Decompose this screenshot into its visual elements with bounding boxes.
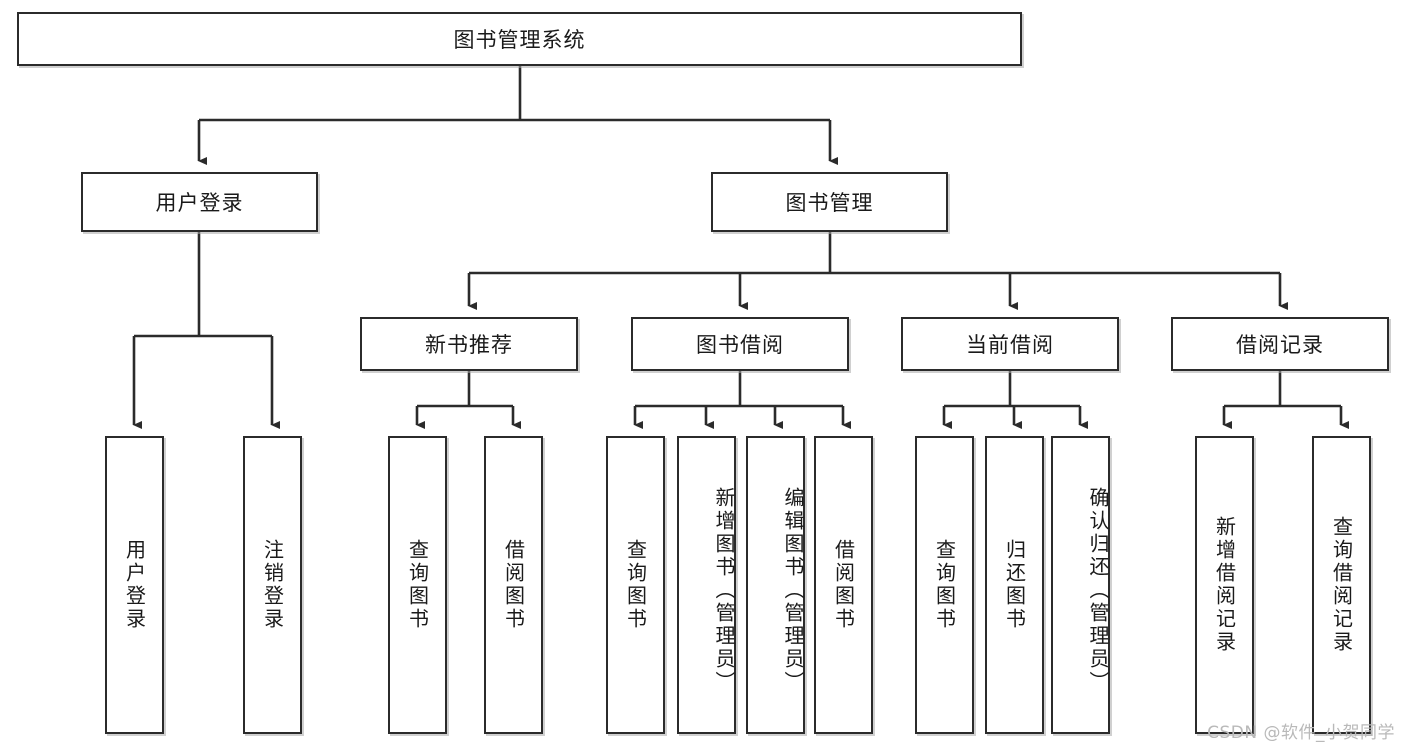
- connector-lines: [132, 66, 1349, 429]
- node-leaf-edit-book-label: 编辑图书（管理员）: [781, 486, 805, 694]
- watermark-text: CSDN @软件_小贺同学: [1207, 723, 1395, 743]
- node-leaf-query-book-2-label: 查询图书: [623, 539, 648, 631]
- node-leaf-user-login-label: 用户登录: [122, 539, 147, 631]
- node-book-manage[interactable]: 图书管理: [711, 172, 948, 232]
- node-book-borrow-label: 图书借阅: [696, 333, 784, 357]
- node-leaf-query-record[interactable]: 查询借阅记录: [1312, 436, 1371, 734]
- node-leaf-user-logout[interactable]: 注销登录: [243, 436, 302, 734]
- node-leaf-return-book-label: 归还图书: [1002, 539, 1027, 631]
- node-leaf-query-book-1-label: 查询图书: [405, 539, 430, 631]
- node-leaf-confirm-return-label: 确认归还（管理员）: [1086, 486, 1110, 694]
- node-root-label: 图书管理系统: [453, 28, 586, 52]
- node-leaf-query-record-label: 查询借阅记录: [1329, 516, 1354, 654]
- node-leaf-borrow-book-2[interactable]: 借阅图书: [814, 436, 873, 734]
- node-leaf-return-book[interactable]: 归还图书: [985, 436, 1044, 734]
- node-borrow-record[interactable]: 借阅记录: [1171, 317, 1389, 371]
- node-leaf-user-login[interactable]: 用户登录: [105, 436, 164, 734]
- node-root[interactable]: 图书管理系统: [17, 12, 1022, 66]
- node-leaf-borrow-book-1-label: 借阅图书: [501, 539, 526, 631]
- node-leaf-query-book-1[interactable]: 查询图书: [388, 436, 447, 734]
- node-leaf-borrow-book-2-label: 借阅图书: [831, 539, 856, 631]
- node-leaf-add-record[interactable]: 新增借阅记录: [1195, 436, 1254, 734]
- node-new-book-recommend-label: 新书推荐: [425, 333, 513, 357]
- node-leaf-add-record-label: 新增借阅记录: [1212, 516, 1237, 654]
- node-leaf-add-book[interactable]: 新增图书（管理员）: [677, 436, 736, 734]
- node-user-login[interactable]: 用户登录: [81, 172, 318, 232]
- node-new-book-recommend[interactable]: 新书推荐: [360, 317, 578, 371]
- node-book-borrow[interactable]: 图书借阅: [631, 317, 849, 371]
- node-leaf-query-book-3[interactable]: 查询图书: [915, 436, 974, 734]
- node-current-borrow-label: 当前借阅: [966, 333, 1054, 357]
- node-leaf-borrow-book-1[interactable]: 借阅图书: [484, 436, 543, 734]
- node-current-borrow[interactable]: 当前借阅: [901, 317, 1119, 371]
- node-leaf-query-book-2[interactable]: 查询图书: [606, 436, 665, 734]
- node-user-login-label: 用户登录: [155, 191, 244, 215]
- node-leaf-confirm-return[interactable]: 确认归还（管理员）: [1051, 436, 1110, 734]
- node-book-manage-label: 图书管理: [785, 191, 874, 215]
- node-leaf-add-book-label: 新增图书（管理员）: [712, 486, 736, 694]
- node-leaf-edit-book[interactable]: 编辑图书（管理员）: [746, 436, 805, 734]
- node-borrow-record-label: 借阅记录: [1236, 333, 1324, 357]
- node-leaf-query-book-3-label: 查询图书: [932, 539, 957, 631]
- node-leaf-user-logout-label: 注销登录: [260, 539, 285, 631]
